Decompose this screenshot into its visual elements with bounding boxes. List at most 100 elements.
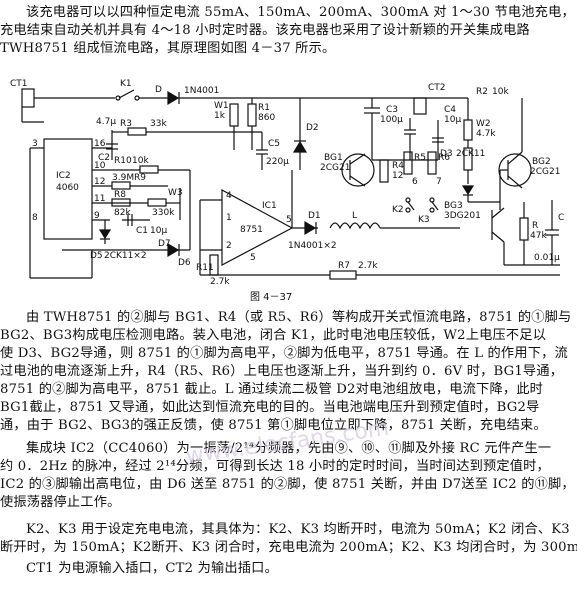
pin-label: 8: [32, 213, 38, 223]
c4-value: 10μ: [444, 115, 461, 125]
r9-value: 3.9M: [112, 173, 134, 183]
body-line-2: BG2、BG3构成电压检测电路。装入电池，闭合 K1，此时电池电压较低，W2上电…: [0, 328, 547, 343]
body-line-13: 断开时，为 150mA；K2断开、K3 闭合时，充电电流为 200mA；K2、K…: [0, 540, 577, 555]
r4-label: R4: [392, 161, 404, 171]
r8-value: 82k: [114, 208, 131, 218]
body-line-11: 使振荡器停止工作。: [0, 495, 121, 510]
intro-line-2: 充电结束自动关机并具有 4～18 小时定时器。该充电器也采用了设计新颖的开关集成…: [0, 23, 530, 38]
r4-value: 12: [392, 171, 403, 181]
r10-label: R10: [114, 156, 132, 166]
d1-label: D1: [308, 211, 321, 221]
pin-label: 9: [94, 211, 100, 221]
c5-value: 220μ: [266, 157, 289, 167]
r10-value: 10k: [132, 156, 149, 166]
body-line-4: 过电池的电流逐渐上升，R4（R5、R6）上电压也逐渐上升，当升到约 0．6V 时…: [0, 364, 564, 379]
bg1-part-label: 2CG21: [320, 163, 350, 173]
r1-label: R1: [258, 103, 270, 113]
r9-label: R9: [134, 173, 146, 183]
c3-label: C3: [386, 105, 398, 115]
ic2-part-label: 4060: [56, 183, 79, 193]
pin-label: 4: [226, 191, 232, 201]
bg2-label: BG2: [532, 157, 551, 167]
w2-label: W2: [476, 119, 491, 129]
c1-label: C1: [136, 226, 148, 236]
body-line-14: CT1 为电源输入插口，CT2 为输出插口。: [26, 561, 278, 576]
body-line-5: 8751 的②脚为高电平，8751 截止。L 通过续流二极管 D2对电池组放电，…: [0, 382, 544, 397]
pin-label: 6: [412, 177, 418, 187]
d5-part-label: 2CK11×2: [104, 251, 147, 261]
pin-label: 1: [226, 213, 232, 223]
body-line-7: 通，由于 BG2、BG3的强正反馈，使 8751 第①脚电位立即下降，8751 …: [0, 418, 547, 433]
r3-value: 33k: [150, 119, 167, 129]
c-label: C: [558, 213, 564, 223]
pin-label: 2: [226, 241, 232, 251]
k3-label: K3: [418, 215, 430, 225]
w3-value: 330k: [152, 208, 175, 218]
r5-label: R5: [414, 153, 426, 163]
body-line-9: 约 0．2Hz 的脉冲，经过 2¹⁴分频，可得到长达 18 小时的定时时间，当时…: [0, 459, 550, 474]
ic1-label: IC1: [262, 201, 277, 211]
r8-label: R8: [114, 190, 126, 200]
pin-label: 10: [94, 161, 106, 171]
pin-label: 3: [32, 139, 38, 149]
c2-value: 4.7μ: [96, 117, 116, 127]
intro-line-3: TWH8751 组成恒流电路，其原理图如图 4－37 所示。: [0, 41, 336, 56]
c2-label: C2: [98, 153, 110, 163]
d1-part-label: 1N4001×2: [288, 241, 337, 251]
pin-label: 5: [250, 253, 256, 263]
body-line-10: IC2 的③脚输出高电位，由 D6 送至 8751 的②脚，使 8751 关断，…: [0, 477, 575, 492]
ic1-part-label: 8751: [240, 225, 263, 235]
k1-label: K1: [120, 79, 132, 89]
figure-caption: 图 4－37: [250, 291, 292, 303]
k2-label: K2: [392, 205, 404, 215]
c3-value: 100μ: [380, 115, 403, 125]
w3-label: W3: [168, 188, 183, 198]
bg1-label: BG1: [324, 153, 343, 163]
d5-label: D5: [90, 251, 103, 261]
ct2-label: CT2: [428, 83, 446, 93]
intro-line-1: 该充电器可以以四种恒定电流 55mA、150mA、200mA、300mA 对 1…: [26, 5, 575, 20]
d3-label: D3: [440, 149, 453, 159]
w1-value: 1k: [214, 111, 226, 121]
body-line-8: 集成块 IC2（CC4060）为一振荡/2¹⁴分频器，先由⑨、⑩、⑪脚及外接 R…: [26, 441, 552, 456]
d3-part-label: 2CK11: [456, 149, 485, 159]
r2-value: 10k: [492, 87, 509, 97]
r7-value: 2.7k: [358, 261, 378, 271]
r2-label: R2: [476, 87, 488, 97]
r6-label: R6: [438, 153, 450, 163]
r-label: R: [532, 221, 538, 231]
d-label: D: [155, 85, 162, 95]
body-line-6: BG1截止，8751 又导通，如此达到恒流充电的目的。当电池端电压升到预定值时，…: [0, 400, 540, 415]
d7-label: D7: [158, 239, 171, 249]
bg2-part-label: 2CG21: [530, 167, 560, 177]
ic2-label: IC2: [56, 171, 71, 181]
l-label: L: [352, 211, 357, 221]
bg3-part-label: 3DG201: [444, 211, 481, 221]
c4-label: C4: [444, 105, 456, 115]
pin-label: 11: [94, 194, 105, 204]
body-line-1: 由 TWH8751 的②脚与 BG1、R4（或 R5、R6）等构成开关式恒流电路…: [26, 310, 572, 325]
d2-label: D2: [306, 123, 319, 133]
w2-value: 4.7k: [476, 129, 496, 139]
r3-label: R3: [120, 119, 132, 129]
w1-label: W1: [214, 101, 229, 111]
pin-label: 16: [94, 139, 106, 149]
d-part-label: 1N4001: [184, 86, 219, 96]
c-value: 0.01μ: [534, 253, 560, 263]
bg3-label: BG3: [444, 201, 463, 211]
r11-label: R11: [196, 263, 214, 273]
ct1-label: CT1: [10, 79, 28, 89]
c1-value: 10μ: [150, 226, 167, 236]
pin-label: 12: [94, 177, 105, 187]
r1-value: 860: [258, 113, 275, 123]
circuit-schematic: CT1 K1 D 1N4001 CT2 R1 860 W1 1k C3 100μ…: [10, 79, 564, 303]
r7-label: R7: [338, 261, 350, 271]
r-value: 47k: [530, 231, 547, 241]
body-line-3: 使 D3、BG2导通，则 8751 的①脚为高电平，②脚为低电平，8751 导通…: [0, 346, 568, 361]
body-line-12: K2、K3 用于设定充电电流，其具体为：K2、K3 均断开时，电流为 50mA；…: [26, 522, 570, 537]
c5-label: C5: [268, 139, 280, 149]
d6-label: D6: [178, 258, 191, 268]
pin-label: 5: [286, 215, 292, 225]
pin-label: 7: [436, 177, 442, 187]
r11-value: 2.7k: [210, 277, 230, 287]
